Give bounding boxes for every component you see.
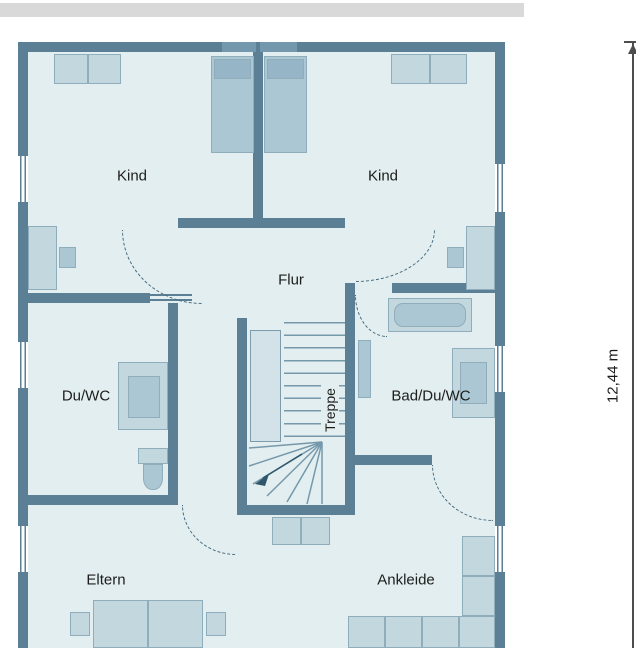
room-label-du-wc: Du/WC <box>61 387 111 405</box>
stair-direction-arrow <box>255 474 269 486</box>
room-label-treppe: Treppe <box>321 385 339 435</box>
window <box>495 526 505 572</box>
pillow <box>267 59 304 79</box>
wardrobe <box>385 616 422 648</box>
room-label-eltern: Eltern <box>86 571 126 589</box>
nightstand <box>70 612 90 636</box>
bathtub-inner <box>394 303 466 327</box>
wall-duwc-top <box>18 293 150 303</box>
wardrobe <box>462 576 495 616</box>
stairs-winder <box>248 441 323 505</box>
wall-stairs-left <box>237 318 247 515</box>
duwc-door-leaf <box>146 299 192 301</box>
chair <box>59 247 76 268</box>
dimension-tick <box>624 41 636 43</box>
wardrobe <box>462 536 495 576</box>
room-label-bad-du-wc: Bad/Du/WC <box>391 387 471 405</box>
wall-bad-bottom <box>345 455 432 465</box>
wall-bad-top <box>392 283 505 293</box>
toilet-tank <box>138 448 168 464</box>
wardrobe <box>391 54 430 84</box>
radiator <box>358 340 371 398</box>
top-bar <box>0 3 524 17</box>
wardrobe <box>88 54 121 84</box>
window <box>222 42 256 52</box>
room-label-flur: Flur <box>278 271 304 289</box>
wardrobe <box>422 616 459 648</box>
toilet-bowl <box>143 464 163 490</box>
wardrobe <box>459 616 495 648</box>
stairs-flight <box>250 330 281 442</box>
wardrobe <box>348 616 385 648</box>
window <box>495 346 505 392</box>
window <box>18 342 28 388</box>
wall-duwc-right <box>168 303 178 505</box>
bed <box>148 600 203 648</box>
pillow <box>214 59 251 79</box>
desk <box>466 226 495 290</box>
nightstand <box>206 612 226 636</box>
window <box>18 526 28 572</box>
dresser <box>301 517 330 545</box>
dresser <box>272 517 301 545</box>
dimension-label: 12,44 m <box>604 348 622 404</box>
bed <box>93 600 148 648</box>
sink <box>460 362 487 404</box>
dimension-line <box>632 42 634 648</box>
wall-kind-bottom <box>178 218 345 228</box>
window <box>260 42 297 52</box>
chair <box>447 247 464 268</box>
dimension-arrow-icon <box>628 44 636 54</box>
desk <box>28 226 57 290</box>
room-label-kind-left: Kind <box>116 167 148 185</box>
window <box>18 156 28 202</box>
window <box>495 164 505 212</box>
wardrobe <box>430 54 467 84</box>
wall-stairs-right <box>345 283 355 515</box>
wardrobe <box>54 54 88 84</box>
sink <box>128 376 160 418</box>
wall-center-vertical <box>253 52 263 228</box>
stair-direction-line <box>262 453 303 479</box>
room-label-ankleide: Ankleide <box>377 571 435 589</box>
wall-stairs-bottom <box>237 505 355 515</box>
room-label-kind-right: Kind <box>367 167 399 185</box>
wall-eltern-top <box>18 495 178 505</box>
